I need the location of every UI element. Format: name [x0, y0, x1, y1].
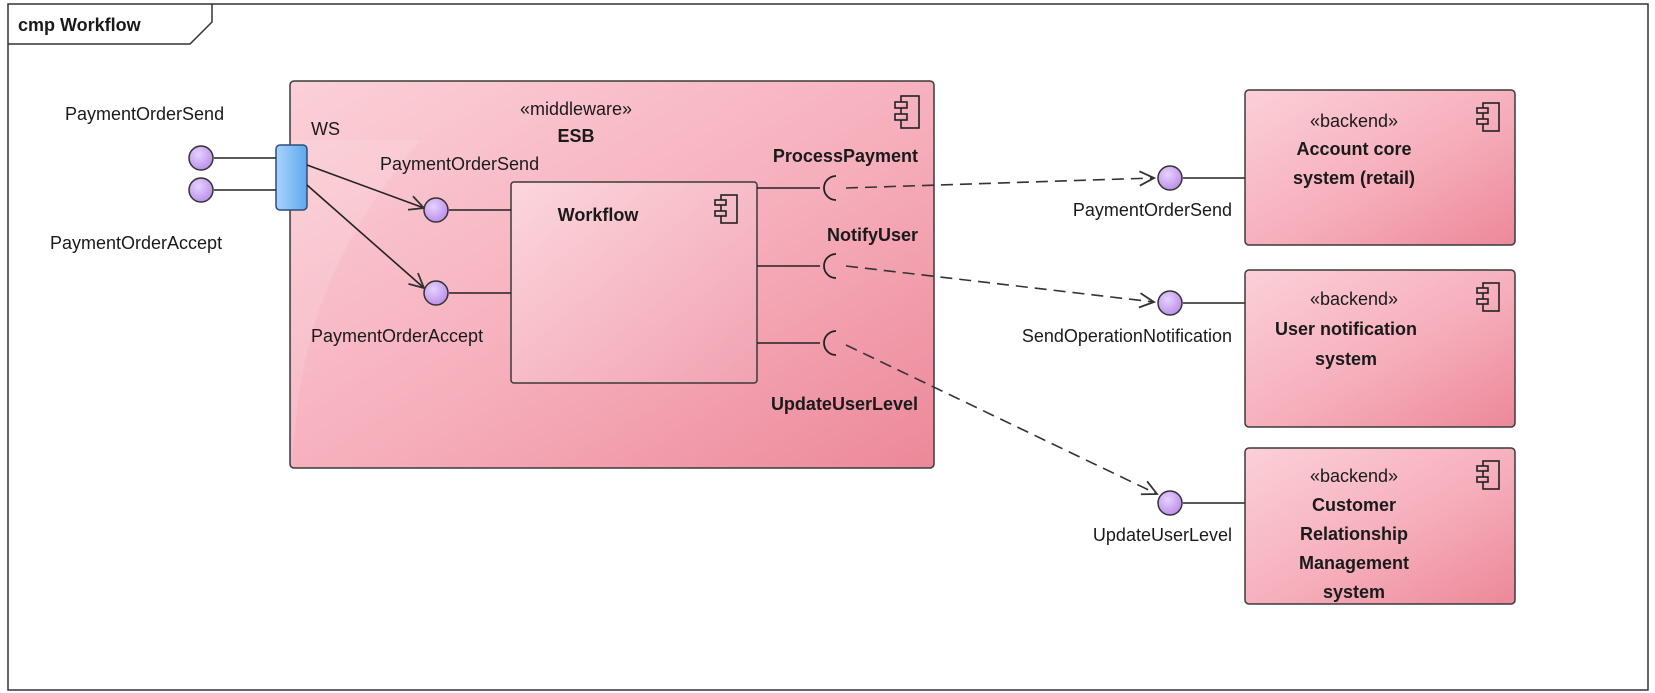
backend-stereotype: «backend»	[1310, 111, 1398, 131]
external-interface-accept-label: PaymentOrderAccept	[50, 233, 222, 253]
required-interface-notify[interactable]: NotifyUser	[757, 225, 918, 279]
delegation-arrow-send	[306, 164, 424, 208]
ws-port-label: WS	[311, 119, 340, 139]
internal-interface-accept-label: PaymentOrderAccept	[311, 326, 483, 346]
backend-interface-label: UpdateUserLevel	[1093, 525, 1232, 545]
backend-interface-label: PaymentOrderSend	[1073, 200, 1232, 220]
dependency-arrow-notify	[845, 265, 1154, 302]
internal-interface-send[interactable]: PaymentOrderSend	[380, 154, 539, 223]
backend-name-line: system	[1323, 582, 1385, 602]
workflow-component[interactable]: Workflow	[510, 181, 758, 384]
backend-name-line: Relationship	[1300, 524, 1408, 544]
esb-name: ESB	[557, 126, 594, 146]
external-interface-send[interactable]: PaymentOrderSend	[65, 104, 276, 171]
required-interface-update[interactable]: UpdateUserLevel	[757, 330, 918, 414]
frame-title: cmp Workflow	[18, 15, 142, 35]
dependency-arrow-update	[845, 344, 1157, 494]
internal-interface-send-label: PaymentOrderSend	[380, 154, 539, 174]
backend-account-core[interactable]: PaymentOrderSend «backend» Account core …	[1073, 89, 1516, 246]
backend-name-line: User notification	[1275, 319, 1417, 339]
internal-interface-accept[interactable]: PaymentOrderAccept	[311, 280, 511, 346]
backend-stereotype: «backend»	[1310, 289, 1398, 309]
backend-stereotype: «backend»	[1310, 466, 1398, 486]
ws-port[interactable]: WS	[275, 119, 340, 211]
backend-name-line: Management	[1299, 553, 1409, 573]
external-interface-accept[interactable]: PaymentOrderAccept	[50, 177, 276, 253]
required-interface-notify-label: NotifyUser	[827, 225, 918, 245]
workflow-name: Workflow	[558, 205, 640, 225]
backend-user-notification[interactable]: SendOperationNotification «backend» User…	[1022, 269, 1516, 428]
component-icon	[1476, 282, 1500, 312]
component-icon	[894, 95, 920, 129]
required-interface-process-label: ProcessPayment	[773, 146, 918, 166]
dependency-arrow-process	[845, 178, 1154, 189]
required-interface-update-label: UpdateUserLevel	[771, 394, 918, 414]
backend-name-line: Customer	[1312, 495, 1396, 515]
required-interface-process[interactable]: ProcessPayment	[757, 146, 918, 201]
backend-crm[interactable]: UpdateUserLevel «backend» Customer Relat…	[1093, 447, 1516, 605]
backend-name-line: Account core	[1296, 139, 1411, 159]
component-icon	[1476, 102, 1500, 132]
external-interface-send-label: PaymentOrderSend	[65, 104, 224, 124]
esb-stereotype: «middleware»	[520, 99, 632, 119]
backend-interface-label: SendOperationNotification	[1022, 326, 1232, 346]
backend-name-line: system	[1315, 349, 1377, 369]
delegation-arrow-accept	[306, 184, 424, 288]
component-icon	[1476, 460, 1500, 490]
component-icon	[714, 194, 738, 224]
backend-name-line: system (retail)	[1293, 168, 1415, 188]
